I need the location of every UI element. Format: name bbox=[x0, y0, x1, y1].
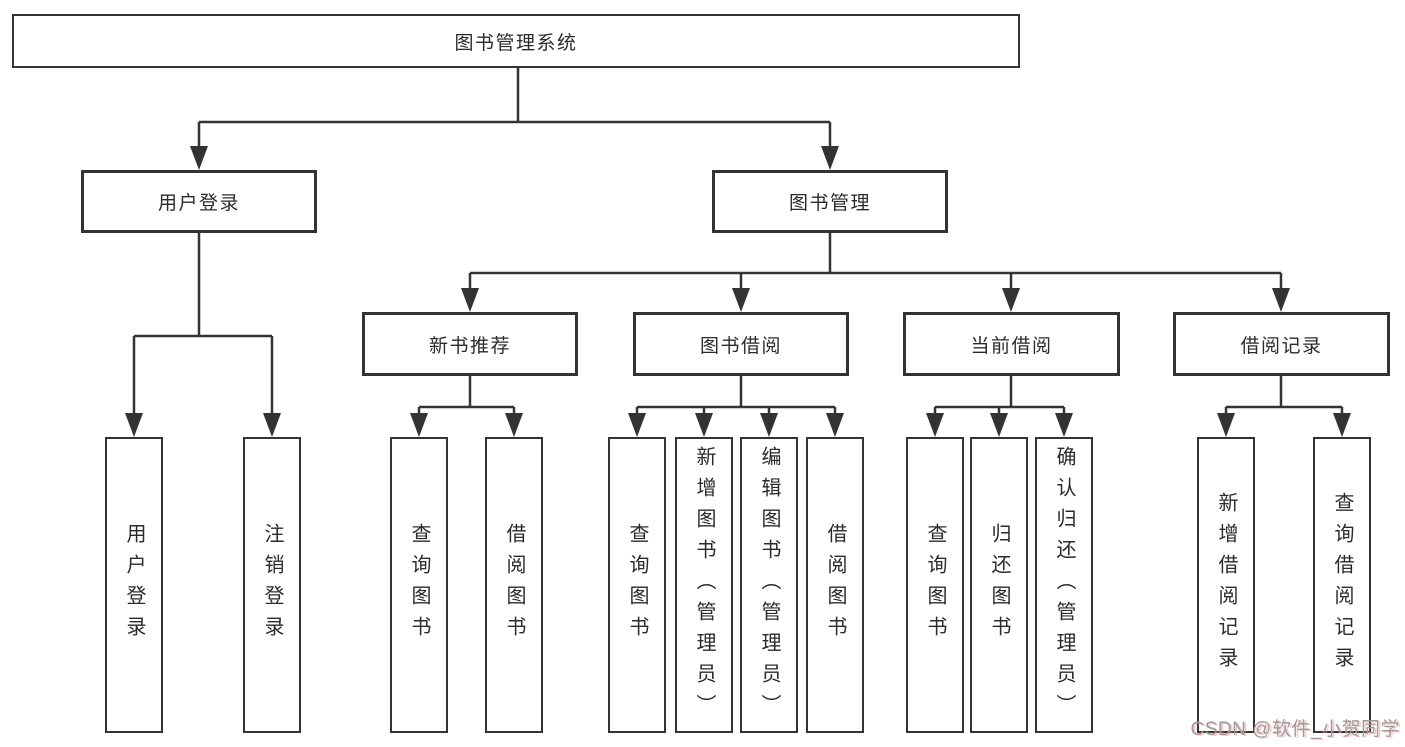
connector-newbook-to-leaves bbox=[417, 376, 516, 416]
node-library-system: 图书管理系统 bbox=[12, 14, 1020, 68]
leaf-borrow-query-books: 查询图书 bbox=[608, 437, 666, 733]
leaf-newbook-query-books: 查询图书 bbox=[390, 437, 448, 733]
leaf-borrow-borrow-books-label: 借阅图书 bbox=[824, 523, 846, 647]
leaf-borrow-query-books-label: 查询图书 bbox=[626, 523, 648, 647]
leaf-current-query-books-label: 查询图书 bbox=[924, 523, 946, 647]
connector-current-to-leaves bbox=[933, 376, 1066, 416]
connector-borrowing-to-leaves bbox=[635, 376, 837, 416]
node-new-book-recommend: 新书推荐 bbox=[362, 312, 578, 376]
node-new-book-recommend-label: 新书推荐 bbox=[428, 335, 511, 357]
leaf-newbook-borrow-books-label: 借阅图书 bbox=[503, 523, 525, 647]
leaf-logout: 注销登录 bbox=[243, 437, 301, 733]
leaf-records-add-record: 新增借阅记录 bbox=[1197, 437, 1255, 733]
leaf-borrow-add-books-admin-label: 新增图书（管理员） bbox=[693, 445, 715, 725]
connector-bookmgmt-to-level3 bbox=[468, 233, 1283, 292]
csdn-watermark: CSDN @软件_小贺同学 bbox=[1190, 719, 1400, 740]
leaf-borrow-borrow-books: 借阅图书 bbox=[806, 437, 864, 733]
arrowheads bbox=[125, 146, 1351, 437]
node-book-management: 图书管理 bbox=[712, 170, 948, 233]
leaf-records-add-record-label: 新增借阅记录 bbox=[1215, 492, 1237, 678]
node-book-management-label: 图书管理 bbox=[788, 193, 871, 214]
node-library-system-label: 图书管理系统 bbox=[454, 32, 578, 54]
node-current-borrowing: 当前借阅 bbox=[903, 312, 1120, 376]
leaf-borrow-edit-books-admin-label: 编辑图书（管理员） bbox=[758, 445, 780, 725]
leaf-borrow-add-books-admin: 新增图书（管理员） bbox=[675, 437, 733, 733]
leaf-current-return-books: 归还图书 bbox=[970, 437, 1028, 733]
leaf-records-query-record: 查询借阅记录 bbox=[1313, 437, 1371, 733]
leaf-records-query-record-label: 查询借阅记录 bbox=[1331, 492, 1353, 678]
leaf-newbook-query-books-label: 查询图书 bbox=[408, 523, 430, 647]
leaf-logout-label: 注销登录 bbox=[261, 523, 283, 647]
connector-userlogin-to-leaves bbox=[132, 233, 274, 417]
leaf-current-query-books: 查询图书 bbox=[906, 437, 964, 733]
connector-root-to-level2 bbox=[197, 68, 832, 152]
node-user-login-group: 用户登录 bbox=[81, 170, 317, 233]
leaf-user-login-label: 用户登录 bbox=[123, 523, 145, 647]
leaf-borrow-edit-books-admin: 编辑图书（管理员） bbox=[740, 437, 798, 733]
node-book-borrowing: 图书借阅 bbox=[633, 312, 849, 376]
node-borrowing-records-label: 借阅记录 bbox=[1240, 335, 1323, 357]
leaf-current-confirm-return-admin-label: 确认归还（管理员） bbox=[1053, 445, 1075, 725]
leaf-user-login: 用户登录 bbox=[105, 437, 163, 733]
node-book-borrowing-label: 图书借阅 bbox=[699, 335, 782, 357]
leaf-current-return-books-label: 归还图书 bbox=[988, 523, 1010, 647]
connector-records-to-leaves bbox=[1224, 376, 1344, 416]
node-current-borrowing-label: 当前借阅 bbox=[970, 335, 1053, 357]
node-user-login-group-label: 用户登录 bbox=[157, 193, 240, 214]
leaf-current-confirm-return-admin: 确认归还（管理员） bbox=[1035, 437, 1093, 733]
node-borrowing-records: 借阅记录 bbox=[1173, 312, 1390, 376]
leaf-newbook-borrow-books: 借阅图书 bbox=[485, 437, 543, 733]
